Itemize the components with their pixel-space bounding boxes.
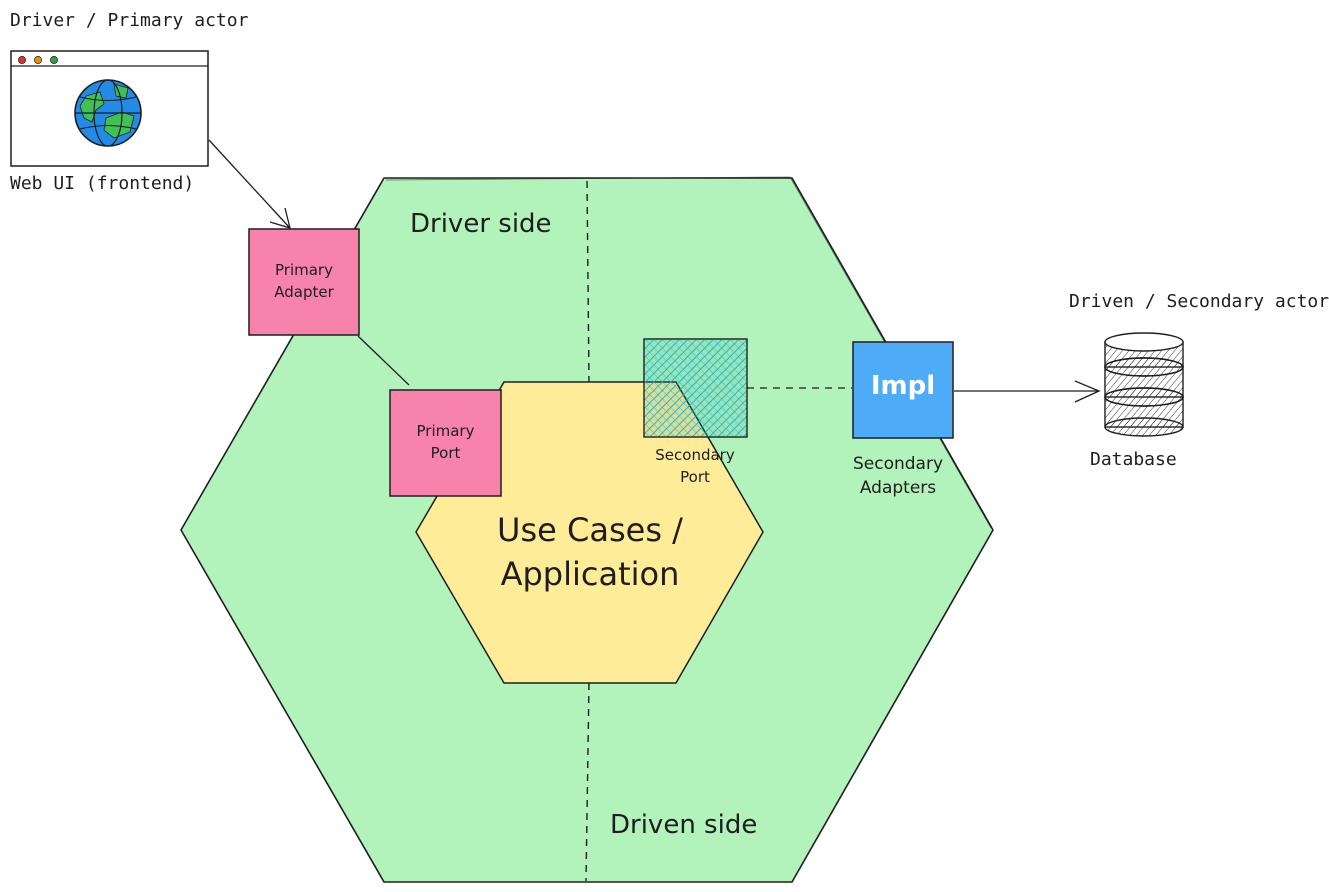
- secondary-adapters-label: Secondary Adapters: [833, 452, 963, 500]
- core-label: Use Cases / Application: [470, 508, 710, 596]
- secondary-port-label: Secondary Port: [634, 444, 756, 488]
- secondary-port-crosshatch: [644, 339, 747, 437]
- impl-to-database-arrowhead: [1074, 380, 1101, 403]
- secondary-adapters-label-line2: Adapters: [859, 478, 937, 498]
- core-label-line2: Application: [500, 555, 680, 593]
- driven-side-label: Driven side: [610, 810, 758, 840]
- window-minimize-dot: [34, 56, 42, 64]
- database-caption: Database: [1090, 449, 1177, 470]
- primary-port-label: Primary Port: [390, 420, 501, 464]
- adapter-to-port-line: [357, 335, 410, 386]
- core-label-line1: Use Cases /: [497, 511, 683, 549]
- primary-port-label-line2: Port: [430, 444, 461, 462]
- primary-actor-heading: Driver / Primary actor: [10, 10, 249, 31]
- globe-icon: [74, 79, 142, 147]
- primary-adapter-label-line1: Primary: [275, 261, 333, 279]
- primary-port-label-line1: Primary: [416, 422, 475, 440]
- impl-box-label: Impl: [870, 371, 936, 401]
- web-ui-caption: Web UI (frontend): [10, 173, 195, 194]
- database-icon: [1104, 332, 1184, 437]
- secondary-adapters-label-line1: Secondary: [852, 454, 944, 474]
- window-maximize-dot: [50, 56, 58, 64]
- primary-adapter-label-line2: Adapter: [274, 283, 334, 301]
- window-close-dot: [18, 56, 26, 64]
- primary-port-box: [389, 389, 502, 497]
- secondary-port-label-line1: Secondary: [655, 446, 735, 464]
- secondary-actor-heading: Driven / Secondary actor: [1069, 291, 1329, 312]
- impl-box: [852, 341, 954, 439]
- actor-to-adapter-arrowhead: [269, 207, 291, 229]
- primary-adapter-box: [248, 228, 360, 336]
- driver-side-label: Driver side: [410, 209, 552, 239]
- secondary-port-label-line2: Port: [680, 468, 710, 486]
- primary-adapter-label: Primary Adapter: [249, 259, 359, 303]
- actor-to-adapter-arrow: [208, 139, 290, 228]
